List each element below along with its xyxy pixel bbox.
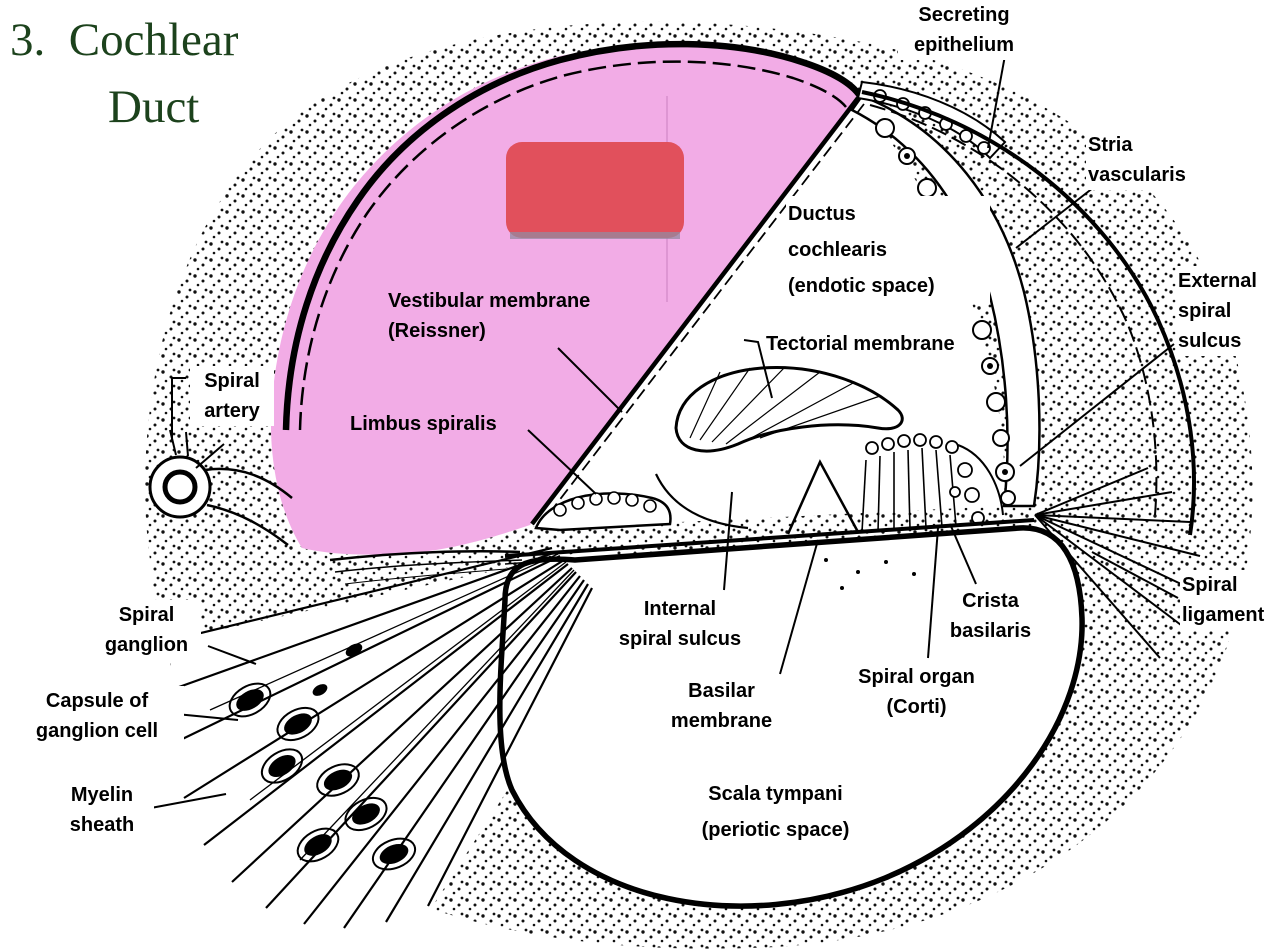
marker-shadow bbox=[510, 232, 680, 239]
red-cover-rectangle bbox=[506, 142, 684, 239]
right-outer-boundary bbox=[861, 90, 1197, 536]
organ-of-corti bbox=[786, 433, 1004, 590]
label-ductus-cochlearis: Ductus cochlearis (endotic space) bbox=[786, 196, 990, 304]
label-capsule-of-ganglion-cell: Capsule of ganglion cell bbox=[10, 686, 184, 746]
label-scala-tympani: Scala tympani (periotic space) bbox=[676, 776, 875, 848]
label-spiral-ligament: Spiral ligament bbox=[1180, 570, 1276, 630]
label-crista-basilaris: Crista basilaris bbox=[936, 586, 1045, 646]
label-vestibular-membrane: Vestibular membrane (Reissner) bbox=[388, 290, 591, 342]
label-spiral-artery: Spiral artery bbox=[190, 366, 274, 426]
leader-lines bbox=[139, 49, 1179, 811]
label-myelin-sheath: Myelin sheath bbox=[50, 780, 154, 840]
label-tectorial-membrane: Tectorial membrane bbox=[764, 329, 957, 359]
label-internal-spiral-sulcus: Internal spiral sulcus bbox=[598, 594, 762, 654]
title-line-2: Duct bbox=[108, 81, 200, 134]
spiral-artery-rings bbox=[148, 429, 293, 546]
label-limbus-spiralis: Limbus spiralis bbox=[350, 413, 497, 435]
internal-spiral-sulcus-curve bbox=[655, 473, 749, 530]
pink-region-highlight bbox=[270, 45, 859, 555]
label-stria-vascularis: Stria vascularis bbox=[1086, 130, 1202, 190]
label-secreting-epithelium: Secreting epithelium bbox=[898, 0, 1030, 60]
basilar-membrane-line bbox=[504, 518, 1035, 565]
label-spiral-ganglion: Spiral ganglion bbox=[92, 600, 201, 660]
slide-title: 3. Cochlear Duct bbox=[10, 14, 239, 134]
outer-wall bbox=[282, 40, 863, 431]
label-spiral-organ-corti: Spiral organ (Corti) bbox=[832, 662, 1001, 722]
spiral-lamina bbox=[329, 550, 523, 585]
nerve-fibers bbox=[164, 546, 593, 929]
label-external-spiral-sulcus: External spiral sulcus bbox=[1176, 266, 1280, 356]
ganglion-cells bbox=[228, 643, 417, 871]
tectorial-membrane-shape bbox=[674, 366, 904, 453]
title-line-1: 3. Cochlear bbox=[10, 14, 239, 66]
label-basilar-membrane: Basilar membrane bbox=[652, 676, 791, 736]
reissner-membrane bbox=[530, 96, 865, 529]
limbus-spiralis-shape bbox=[534, 491, 672, 532]
spiral-ligament-fan bbox=[1034, 467, 1201, 659]
